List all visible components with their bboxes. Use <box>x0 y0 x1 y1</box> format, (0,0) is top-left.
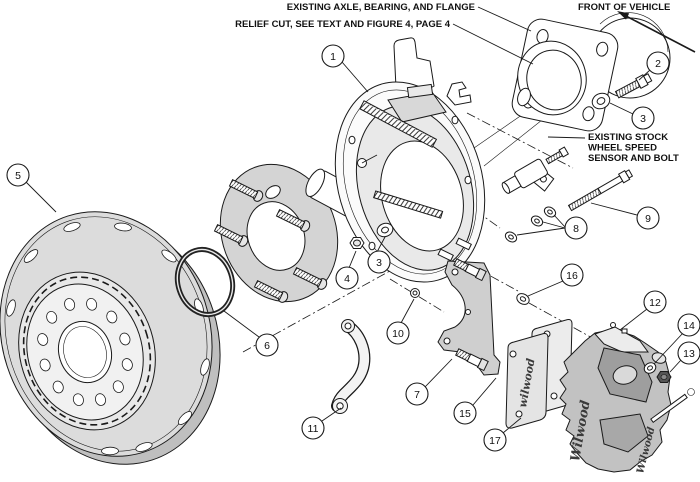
svg-text:4: 4 <box>344 273 350 285</box>
caliper: Wilwood Wilwood <box>559 322 672 475</box>
caliper-bracket <box>437 258 501 376</box>
svg-text:17: 17 <box>489 435 501 447</box>
label-sensor-line2: WHEEL SPEED <box>588 143 657 154</box>
svg-text:15: 15 <box>459 408 471 420</box>
wheel-studs <box>213 179 328 303</box>
callout-13: 13 <box>677 341 700 365</box>
svg-text:13: 13 <box>683 348 695 360</box>
callout-3-axle: 3 <box>367 250 391 274</box>
callout-4: 4 <box>335 266 359 290</box>
callout-16: 16 <box>560 263 584 287</box>
svg-text:2: 2 <box>655 58 661 70</box>
svg-text:16: 16 <box>566 270 578 282</box>
brake-pads: wilwood <box>505 319 573 429</box>
callout-15: 15 <box>453 401 477 425</box>
svg-text:9: 9 <box>645 213 651 225</box>
axle-nut <box>349 237 365 249</box>
svg-text:1: 1 <box>330 51 336 63</box>
callout-1: 1 <box>321 44 345 68</box>
svg-text:11: 11 <box>308 423 319 435</box>
callout-10: 10 <box>386 321 410 345</box>
callout-11: 11 <box>301 416 325 440</box>
callout-9: 9 <box>636 206 660 230</box>
svg-text:14: 14 <box>683 320 695 332</box>
washer-set <box>504 206 557 243</box>
svg-text:7: 7 <box>414 389 420 401</box>
front-of-vehicle-arrow <box>617 11 696 53</box>
callout-6: 6 <box>255 333 279 357</box>
hub-adapter <box>213 163 339 303</box>
callouts: 1 2 3 3 4 5 6 7 8 9 10 11 12 13 14 <box>6 44 700 452</box>
svg-text:12: 12 <box>649 297 661 309</box>
sensor-bolt <box>545 146 570 165</box>
annotations: EXISTING AXLE, BEARING, AND FLANGE RELIE… <box>235 2 679 164</box>
label-sensor-line1: EXISTING STOCK <box>588 132 668 143</box>
rotor-slots <box>6 222 210 456</box>
callout-14: 14 <box>677 313 700 337</box>
label-relief-cut: RELIEF CUT, SEE TEXT AND FIGURE 4, PAGE … <box>235 19 451 30</box>
axle-washer <box>376 222 394 238</box>
rotor <box>0 211 221 465</box>
svg-text:10: 10 <box>392 328 404 340</box>
svg-text:3: 3 <box>640 113 646 125</box>
svg-text:3: 3 <box>376 257 382 269</box>
callout-12: 12 <box>643 290 667 314</box>
wheel-speed-sensor <box>501 158 555 194</box>
flange-bolt <box>614 73 653 99</box>
callout-3-flange: 3 <box>631 106 655 130</box>
callout-17: 17 <box>483 428 507 452</box>
svg-text:6: 6 <box>264 340 270 352</box>
label-existing-axle: EXISTING AXLE, BEARING, AND FLANGE <box>287 2 475 13</box>
svg-text:5: 5 <box>15 170 21 182</box>
svg-text:8: 8 <box>573 223 579 235</box>
label-front-of-vehicle: FRONT OF VEHICLE <box>578 2 670 13</box>
long-bolt <box>567 169 634 212</box>
callout-7: 7 <box>405 382 429 406</box>
pin-nut <box>656 371 672 383</box>
pin-washer <box>643 362 657 374</box>
axle-flange <box>511 12 671 132</box>
callout-5: 5 <box>6 163 30 187</box>
retaining-pin <box>650 388 695 424</box>
backing-plate-assembly <box>334 37 486 283</box>
o-ring <box>174 247 236 317</box>
shim-washer <box>410 288 420 298</box>
bracket-washer <box>516 293 530 305</box>
label-sensor-line3: SENSOR AND BOLT <box>588 153 679 164</box>
callout-2: 2 <box>646 51 670 75</box>
rotor-bolt-holes <box>37 297 133 407</box>
callout-8: 8 <box>564 216 588 240</box>
leader-lines <box>25 6 684 434</box>
cable-bracket-arm <box>331 319 371 414</box>
flange-washer <box>591 92 611 110</box>
